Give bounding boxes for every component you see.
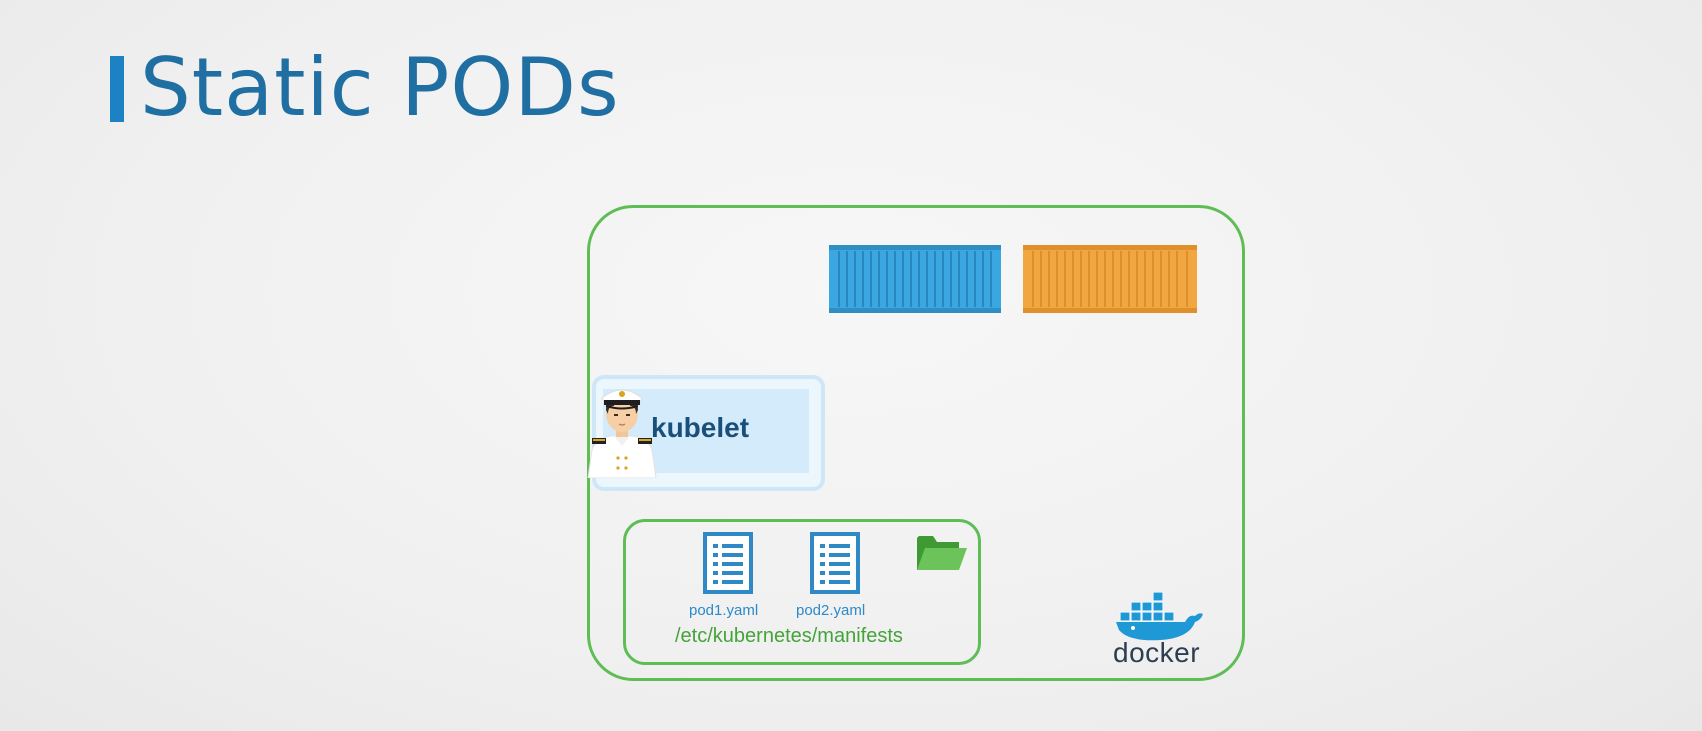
document-icon: [703, 532, 753, 599]
file-label-pod1: pod1.yaml: [689, 602, 759, 619]
captain-icon: [584, 380, 660, 483]
folder-icon: [915, 532, 969, 577]
docker-whale-icon: [1115, 590, 1207, 647]
manifests-directory: [623, 519, 981, 665]
kubelet-label: kubelet: [651, 412, 750, 443]
manifests-path-label: /etc/kubernetes/manifests: [675, 625, 903, 647]
title-accent-bar: [110, 56, 124, 122]
container-orange: [1023, 245, 1197, 313]
container-blue: [829, 245, 1001, 313]
file-label-pod2: pod2.yaml: [796, 602, 866, 619]
page-title: Static PODs: [140, 41, 620, 134]
document-icon: [810, 532, 860, 599]
node-boundary: [587, 205, 1245, 681]
docker-label: docker: [1113, 637, 1201, 668]
